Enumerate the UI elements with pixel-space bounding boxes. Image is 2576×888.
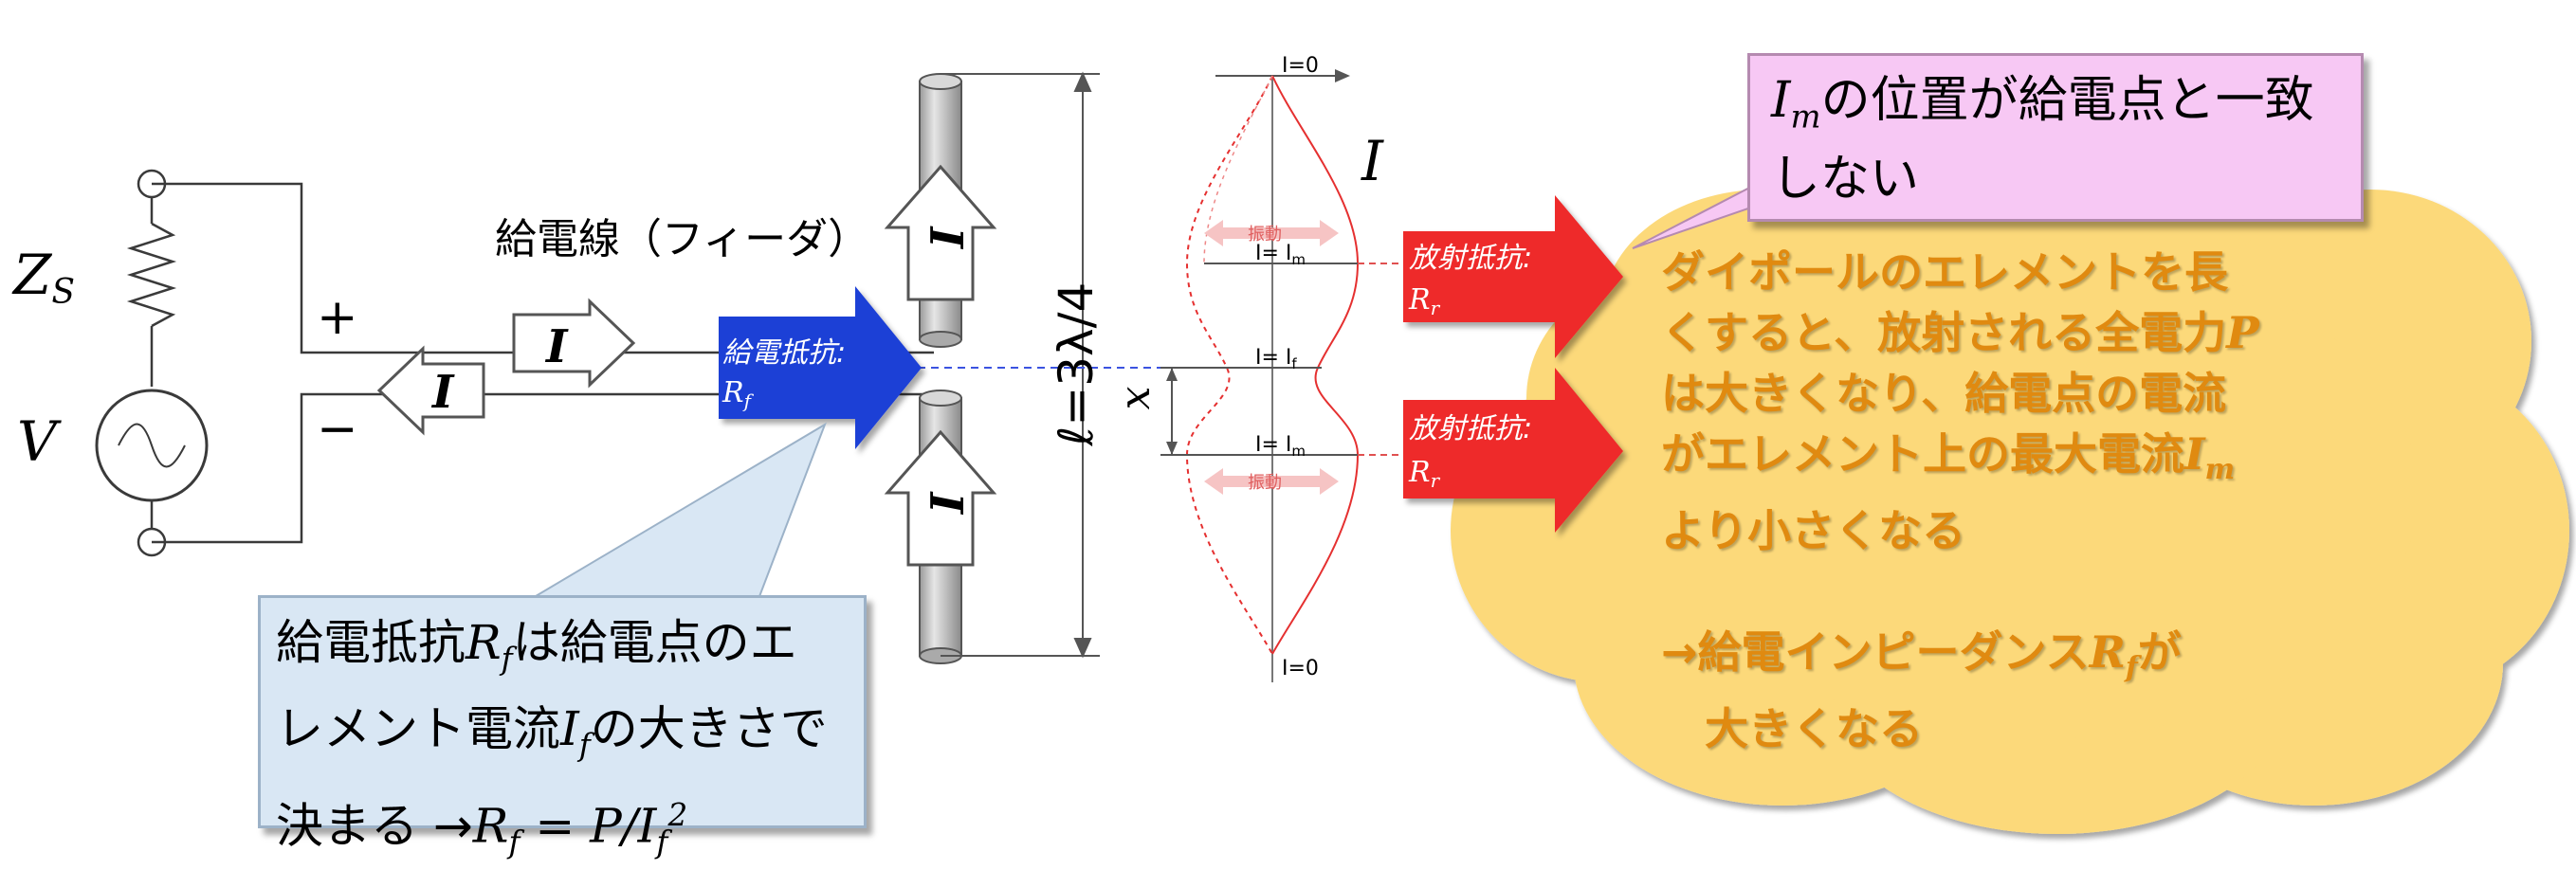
svg-text:給電抵抗:: 給電抵抗: (722, 336, 846, 370)
v-label: V (17, 409, 62, 474)
blue-callout-line1: 給電抵抗Rfは給電点のエ (276, 615, 797, 677)
cloud-line2: くすると、放射される全電力P (1661, 307, 2259, 358)
cloud-line5: より小さくなる (1661, 505, 1966, 557)
current-curve-mirror (1185, 75, 1273, 655)
plus-sign: + (317, 289, 358, 346)
current-arrow-right (512, 298, 636, 389)
im-upper-label: I= Im (1255, 242, 1306, 268)
blue-callout-line3: 決まる →Rf = P/If2 (276, 797, 688, 861)
radiation-arrow-upper (1403, 195, 1623, 358)
length-label: ℓ=3λ/4 (1049, 282, 1104, 447)
top-zero-label: I=0 (1282, 54, 1319, 78)
x-label: x (1111, 386, 1160, 409)
current-axis-label: I (1361, 129, 1384, 193)
cloud-line6: →給電インピーダンスRfが (1661, 626, 2182, 685)
upper-rod-current-arrow (884, 164, 997, 301)
pink-callout: Imの位置が給電点と一致 しない (1747, 53, 2364, 222)
lower-rod-current-arrow (884, 429, 997, 567)
radiation-resistance-label-lower: 放射抵抗: Rr (1408, 412, 1532, 492)
length-dimension (941, 71, 1100, 659)
oscillation-label-upper: 振動 (1248, 225, 1282, 245)
cloud-line4: がエレメント上の最大電流Im (1661, 428, 2236, 487)
cloud-text: ダイポールのエレメントを長 くすると、放射される全電力P は大きくなり、給電点の… (1661, 242, 2382, 759)
upper-rod-current-symbol: I (922, 226, 975, 250)
oscillation-arrow-upper (1204, 220, 1339, 246)
minus-sign: − (317, 401, 358, 458)
feeder-label: 給電線（フィーダ） (495, 215, 870, 263)
blue-callout-line2: レメント電流Ifの大きさで (276, 701, 828, 763)
svg-text:Rr: Rr (1408, 456, 1441, 492)
if-label: I= If (1255, 346, 1297, 372)
svg-text:放射抵抗:: 放射抵抗: (1409, 412, 1532, 445)
radiation-resistance-label-upper: 放射抵抗: Rr (1408, 242, 1532, 319)
blue-callout: 給電抵抗Rfは給電点のエ レメント電流Ifの大きさで 決まる →Rf = P/I… (258, 595, 867, 861)
current-distribution (1160, 69, 1432, 682)
feeder-current-symbol-left: I (430, 366, 455, 419)
lower-rod-current-symbol: I (922, 491, 975, 516)
cloud-line3: は大きくなり、給電点の電流 (1661, 368, 2227, 419)
radiation-arrow-lower (1403, 368, 1623, 533)
oscillation-arrow-lower (1204, 468, 1339, 495)
explanation-cloud (1451, 152, 2569, 834)
current-arrow-left (376, 345, 485, 436)
svg-text:放射抵抗:: 放射抵抗: (1409, 242, 1532, 275)
cloud-line1: ダイポールのエレメントを長 (1661, 246, 2228, 298)
im-lower-label: I= Im (1255, 433, 1306, 460)
oscillation-label-lower: 振動 (1248, 473, 1282, 493)
svg-text:Rr: Rr (1408, 283, 1441, 319)
feed-resistance-arrow (719, 286, 922, 449)
pink-callout-line1: Imの位置が給電点と一致 (1771, 72, 2314, 136)
blue-callout-pointer (527, 422, 827, 600)
cloud-line7: 大きくなる (1705, 703, 1923, 755)
zs-label: ZS (11, 243, 75, 312)
pink-callout-line2: しない (1771, 151, 1920, 208)
feeder-current-symbol-right: I (544, 320, 569, 373)
bottom-zero-label: I=0 (1282, 657, 1319, 680)
